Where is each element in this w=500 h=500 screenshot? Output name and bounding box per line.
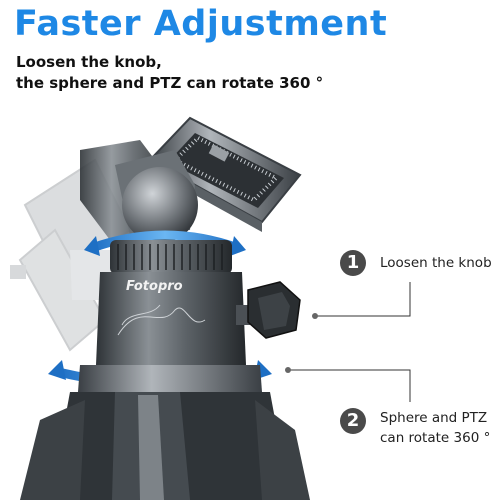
ballhead-body xyxy=(96,272,246,365)
knurled-ring xyxy=(110,240,232,274)
brand-logo: Fotopro xyxy=(126,279,183,294)
subtitle: Loosen the knob, the sphere and PTZ can … xyxy=(16,52,323,94)
callout-2-line-2: can rotate 360 ° xyxy=(380,430,491,446)
tripod-legs xyxy=(20,392,310,500)
callout-number-1: 1 xyxy=(340,250,366,276)
callout-number-2: 2 xyxy=(340,408,366,434)
panning-base xyxy=(78,365,262,392)
subtitle-line-1: Loosen the knob, xyxy=(16,53,162,71)
leader-dot-2 xyxy=(285,367,291,373)
callout-1-text: Loosen the knob xyxy=(380,255,492,271)
leader-dot-1 xyxy=(312,313,318,319)
locking-knob xyxy=(236,281,301,339)
callout-1: 1 Loosen the knob xyxy=(340,250,492,276)
ball-sphere xyxy=(122,167,198,243)
subtitle-line-2: the sphere and PTZ can rotate 360 ° xyxy=(16,74,324,92)
page-title: Faster Adjustment xyxy=(14,4,388,44)
callout-leader-lines xyxy=(288,282,411,402)
callout-2: 2 Sphere and PTZ can rotate 360 ° xyxy=(340,408,490,448)
callout-2-line-1: Sphere and PTZ xyxy=(380,410,488,426)
